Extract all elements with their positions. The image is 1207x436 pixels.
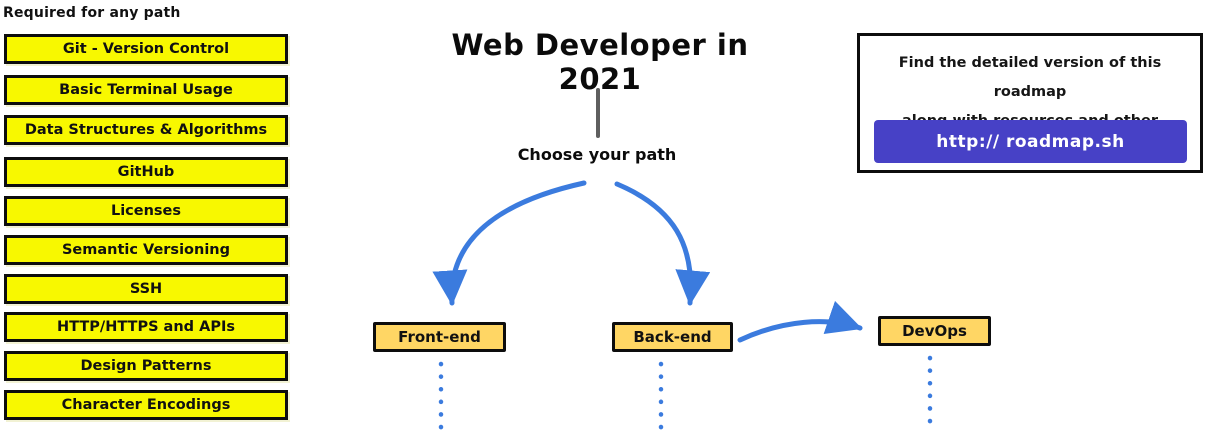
title-stem-line xyxy=(596,88,600,138)
topic-http-https-apis[interactable]: HTTP/HTTPS and APIs xyxy=(4,312,288,342)
node-back-end[interactable]: Back-end xyxy=(612,322,733,352)
page-title: Web Developer in 2021 xyxy=(451,28,749,96)
node-front-end[interactable]: Front-end xyxy=(373,322,506,352)
arrow-backend-to-devops xyxy=(737,300,863,343)
info-text-line1: Find the detailed version of this roadma… xyxy=(898,55,1162,100)
arrow-to-front-end xyxy=(432,180,587,306)
roadmap-info-box: Find the detailed version of this roadma… xyxy=(857,33,1203,173)
roadmap-url-button[interactable]: http:// roadmap.sh xyxy=(874,120,1187,163)
topic-data-structures-algorithms[interactable]: Data Structures & Algorithms xyxy=(4,115,288,145)
topic-semantic-versioning[interactable]: Semantic Versioning xyxy=(4,235,288,265)
topic-git-version-control[interactable]: Git - Version Control xyxy=(4,34,288,64)
topic-github[interactable]: GitHub xyxy=(4,157,288,187)
arrow-to-back-end xyxy=(614,181,711,306)
topic-design-patterns[interactable]: Design Patterns xyxy=(4,351,288,381)
required-section-heading: Required for any path xyxy=(3,5,181,21)
topic-licenses[interactable]: Licenses xyxy=(4,196,288,226)
topic-character-encodings[interactable]: Character Encodings xyxy=(4,390,288,420)
topic-ssh[interactable]: SSH xyxy=(4,274,288,304)
node-devops[interactable]: DevOps xyxy=(878,316,991,346)
choose-path-label: Choose your path xyxy=(517,145,677,164)
topic-basic-terminal-usage[interactable]: Basic Terminal Usage xyxy=(4,75,288,105)
